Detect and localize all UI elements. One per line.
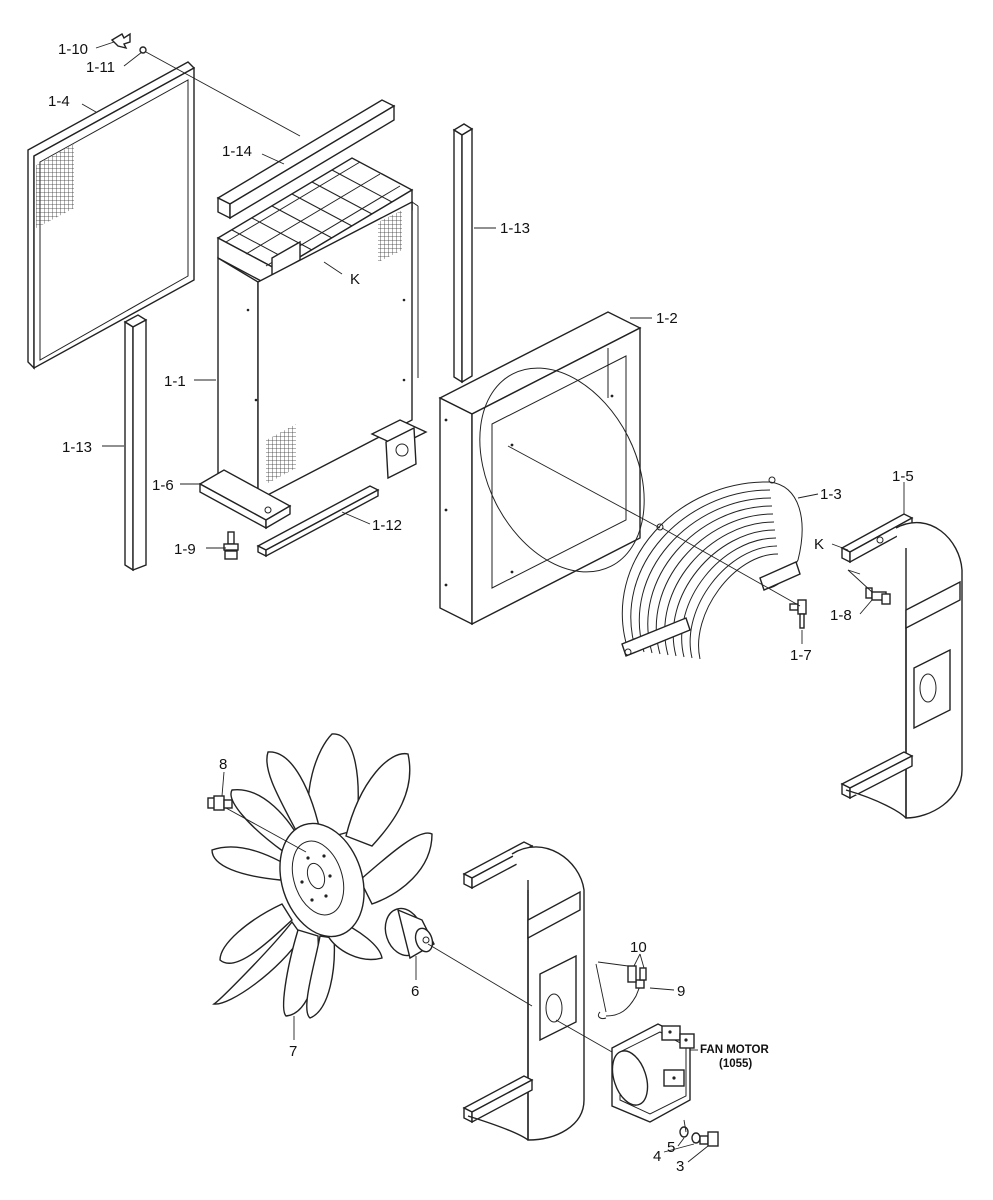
callout-9: 9 <box>677 983 685 1000</box>
callout-4: 4 <box>653 1148 661 1165</box>
washer-4 <box>691 1132 701 1144</box>
bolt-1-8 <box>865 587 891 605</box>
callout-3: 3 <box>676 1158 684 1175</box>
seal-bar-1-14 <box>216 99 396 220</box>
callout-7: 7 <box>289 1043 297 1060</box>
callout-1-1: 1-1 <box>164 373 186 390</box>
callout-1-9: 1-9 <box>174 541 196 558</box>
callout-8: 8 <box>219 756 227 773</box>
callout-1-12: 1-12 <box>372 517 402 534</box>
screen-panel-1-4 <box>27 61 196 370</box>
callout-6: 6 <box>411 983 419 1000</box>
assembly-lines <box>145 51 873 1133</box>
callout-1-13-left: 1-13 <box>62 439 92 456</box>
callout-1-8: 1-8 <box>830 607 852 624</box>
callout-k-top: K <box>350 271 360 288</box>
callout-labels: 1-10 1-11 1-4 1-14 K 1-13 1-2 1-1 1-13 1… <box>48 41 914 1175</box>
callout-1-14: 1-14 <box>222 143 252 160</box>
callout-1-4: 1-4 <box>48 93 70 110</box>
fan-shroud-1-2 <box>438 311 645 626</box>
fan-motor-label: FAN MOTOR <box>700 1044 769 1056</box>
fan-hub-6 <box>384 907 435 960</box>
callout-1-11: 1-11 <box>86 59 115 76</box>
fan-motor-ref: (1055) <box>719 1058 752 1070</box>
seal-bar-1-12 <box>256 485 380 558</box>
radiator-bracket-1-5 <box>840 513 963 819</box>
callout-1-3: 1-3 <box>820 486 842 503</box>
callout-1-10: 1-10 <box>58 41 88 58</box>
washer-1-11 <box>139 46 147 54</box>
fan-motor <box>611 1023 695 1123</box>
callout-1-7: 1-7 <box>790 647 812 664</box>
fan-motor-bracket <box>462 841 585 1141</box>
callout-10: 10 <box>630 939 647 956</box>
hose-9 <box>597 979 645 1019</box>
bolt-1-9 <box>223 531 239 560</box>
wing-bolt-1-10 <box>110 32 131 50</box>
washer-5 <box>679 1126 689 1138</box>
fitting-10 <box>627 965 647 983</box>
radiator-core-1-1 <box>198 157 428 530</box>
leader-lines <box>81 41 905 1163</box>
bolt-3 <box>699 1131 719 1147</box>
callout-1-13-right: 1-13 <box>500 220 530 237</box>
callout-k-right: K <box>814 536 824 553</box>
cooling-fan-7 <box>211 733 433 1019</box>
seal-post-1-13-right <box>452 123 474 384</box>
bolt-8 <box>207 795 233 811</box>
fan-guard-1-3 <box>621 476 803 660</box>
callout-1-2: 1-2 <box>656 310 678 327</box>
seal-post-1-13-left <box>123 314 148 572</box>
callout-1-6: 1-6 <box>152 477 174 494</box>
bolt-1-7 <box>789 599 807 629</box>
callout-1-5: 1-5 <box>892 468 914 485</box>
callout-5: 5 <box>667 1139 675 1156</box>
